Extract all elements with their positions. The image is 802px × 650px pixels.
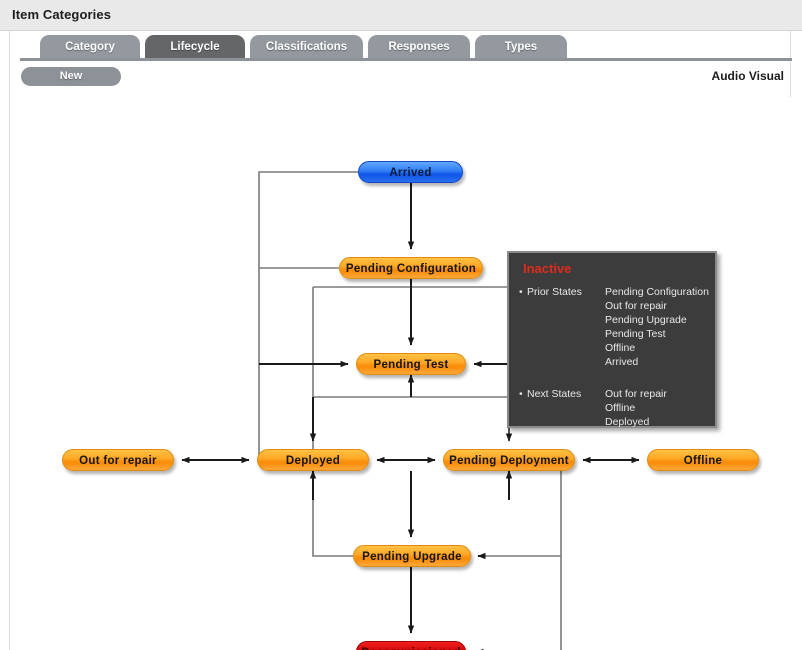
- tab-category[interactable]: Category: [40, 35, 140, 59]
- lifecycle-node-pending-config[interactable]: Pending Configuration: [339, 257, 483, 279]
- lifecycle-node-pending-deployment[interactable]: Pending Deployment: [443, 449, 575, 471]
- lifecycle-node-decommissioned[interactable]: Decommissioned: [356, 641, 466, 650]
- tooltip-state-item: Out for repair: [605, 300, 667, 312]
- tooltip-section-label: Prior States: [527, 286, 582, 298]
- bullet-icon: •: [519, 388, 523, 400]
- lifecycle-node-deployed[interactable]: Deployed: [257, 449, 369, 471]
- tooltip-state-item: Pending Test: [605, 328, 666, 340]
- lifecycle-node-arrived[interactable]: Arrived: [358, 161, 463, 183]
- toolbar: New Audio Visual: [10, 67, 792, 93]
- tab-classifications[interactable]: Classifications: [250, 35, 363, 59]
- state-tooltip: Inactive • Prior States Pending Configurat…: [507, 251, 717, 428]
- tooltip-state-item: Arrived: [605, 356, 639, 368]
- tooltip-state-item: Deployed: [605, 416, 650, 428]
- new-button[interactable]: New: [21, 67, 121, 86]
- tab-lifecycle[interactable]: Lifecycle: [145, 35, 245, 59]
- tooltip-state-item: Out for repair: [605, 388, 667, 400]
- tooltip-title: Inactive: [523, 261, 572, 276]
- window-titlebar: Item Categories: [0, 0, 802, 31]
- tab-types[interactable]: Types: [475, 35, 567, 59]
- page-title: Item Categories: [12, 7, 112, 22]
- lifecycle-node-pending-upgrade[interactable]: Pending Upgrade: [353, 545, 471, 567]
- tooltip-state-item: Offline: [605, 342, 636, 354]
- selected-category-label: Audio Visual: [711, 69, 784, 83]
- tooltip-state-item: Pending Upgrade: [605, 314, 687, 326]
- lifecycle-node-pending-test[interactable]: Pending Test: [356, 353, 466, 375]
- lifecycle-node-offline[interactable]: Offline: [647, 449, 759, 471]
- lifecycle-node-out-for-repair[interactable]: Out for repair: [62, 449, 174, 471]
- tooltip-state-item: Pending Configuration: [605, 286, 709, 298]
- tooltip-section-label: Next States: [527, 388, 582, 400]
- tab-underline: [20, 58, 792, 61]
- tab-responses[interactable]: Responses: [368, 35, 470, 59]
- tooltip-state-item: Offline: [605, 402, 636, 414]
- bullet-icon: •: [519, 286, 523, 298]
- diagram-connectors: [181, 171, 640, 650]
